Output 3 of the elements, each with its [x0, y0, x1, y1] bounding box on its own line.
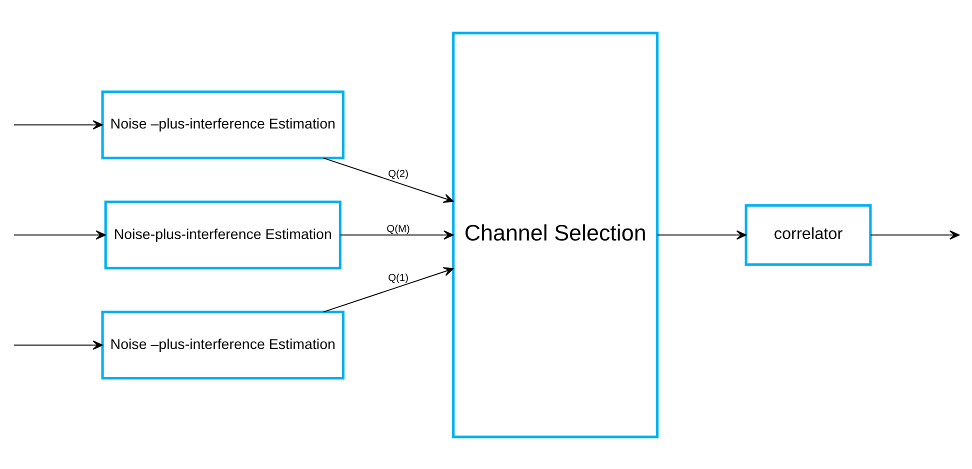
edge-label: Q(1)	[388, 272, 408, 284]
edge-label: Q(2)	[388, 168, 408, 180]
edge-label: Q(M)	[386, 223, 410, 234]
